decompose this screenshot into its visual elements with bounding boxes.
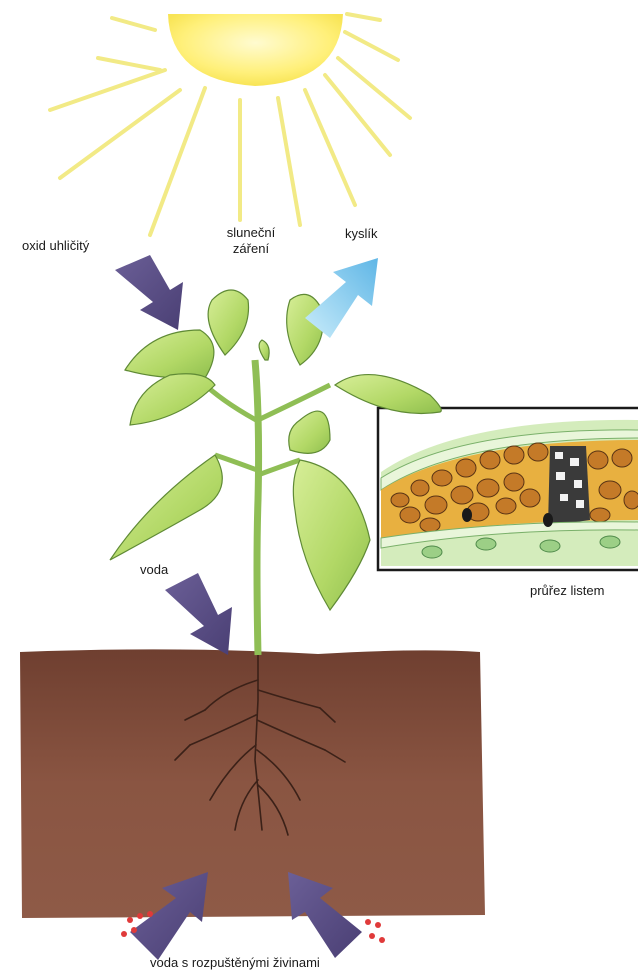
leaf	[130, 374, 215, 425]
soil-icon	[20, 649, 485, 918]
leaf	[335, 375, 441, 414]
leaf-section-icon	[378, 408, 638, 570]
leaf	[125, 330, 214, 378]
sunlight-label: sluneční záření	[215, 225, 287, 257]
sunlight-label-line2: záření	[215, 241, 287, 257]
leaf	[208, 290, 248, 355]
co2-arrow	[115, 255, 183, 330]
oxygen-label: kyslík	[345, 226, 378, 242]
leaf	[259, 340, 269, 360]
water-with-nutrients-label: voda s rozpuštěnými živinami	[150, 955, 320, 971]
leaf	[293, 460, 370, 610]
sun-disc	[168, 14, 343, 86]
oxygen-arrow	[305, 258, 378, 338]
water-label: voda	[140, 562, 168, 578]
sunlight-label-line1: sluneční	[215, 225, 287, 241]
leaf-cross-section-label: průřez listem	[530, 583, 604, 599]
water-arrow	[165, 573, 232, 655]
leaf	[289, 411, 330, 453]
leaf	[287, 294, 323, 365]
leaf	[110, 455, 222, 560]
carbon-dioxide-label: oxid uhličitý	[22, 238, 89, 254]
sun-icon	[50, 14, 410, 235]
